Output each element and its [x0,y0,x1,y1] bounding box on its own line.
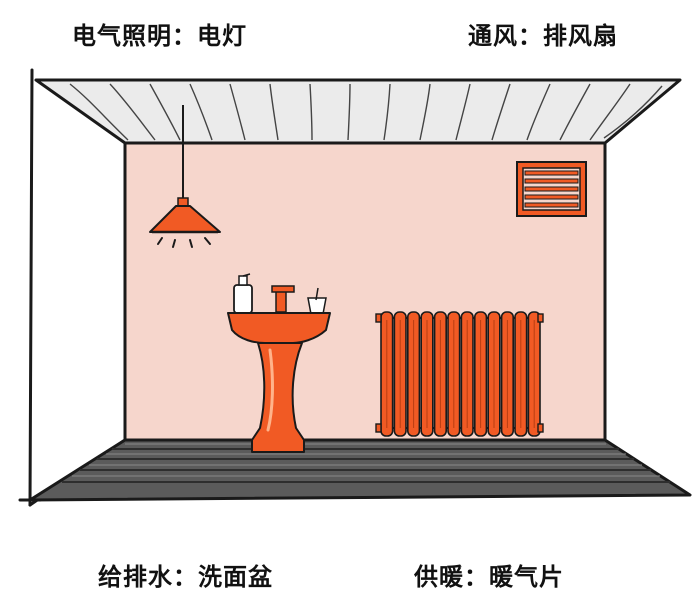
radiator-end-cap [537,313,544,323]
drainage-label: 给排水：洗面盆 [98,563,273,591]
radiator-icon [375,311,544,437]
floor [28,438,692,502]
radiator-end-cap [375,313,382,323]
radiator-end-cap [537,423,544,433]
lighting-label: 电气照明：电灯 [72,22,247,50]
pendant-lamp-icon [149,105,221,248]
heating-label: 供暖：暖气片 [414,563,564,591]
exhaust-fan-icon [516,161,587,217]
washbasin-icon [227,273,331,453]
radiator-end-cap [375,423,382,433]
ventilation-label: 通风：排风扇 [468,22,618,50]
ceiling [34,78,682,145]
left-wall-edge [18,68,127,507]
